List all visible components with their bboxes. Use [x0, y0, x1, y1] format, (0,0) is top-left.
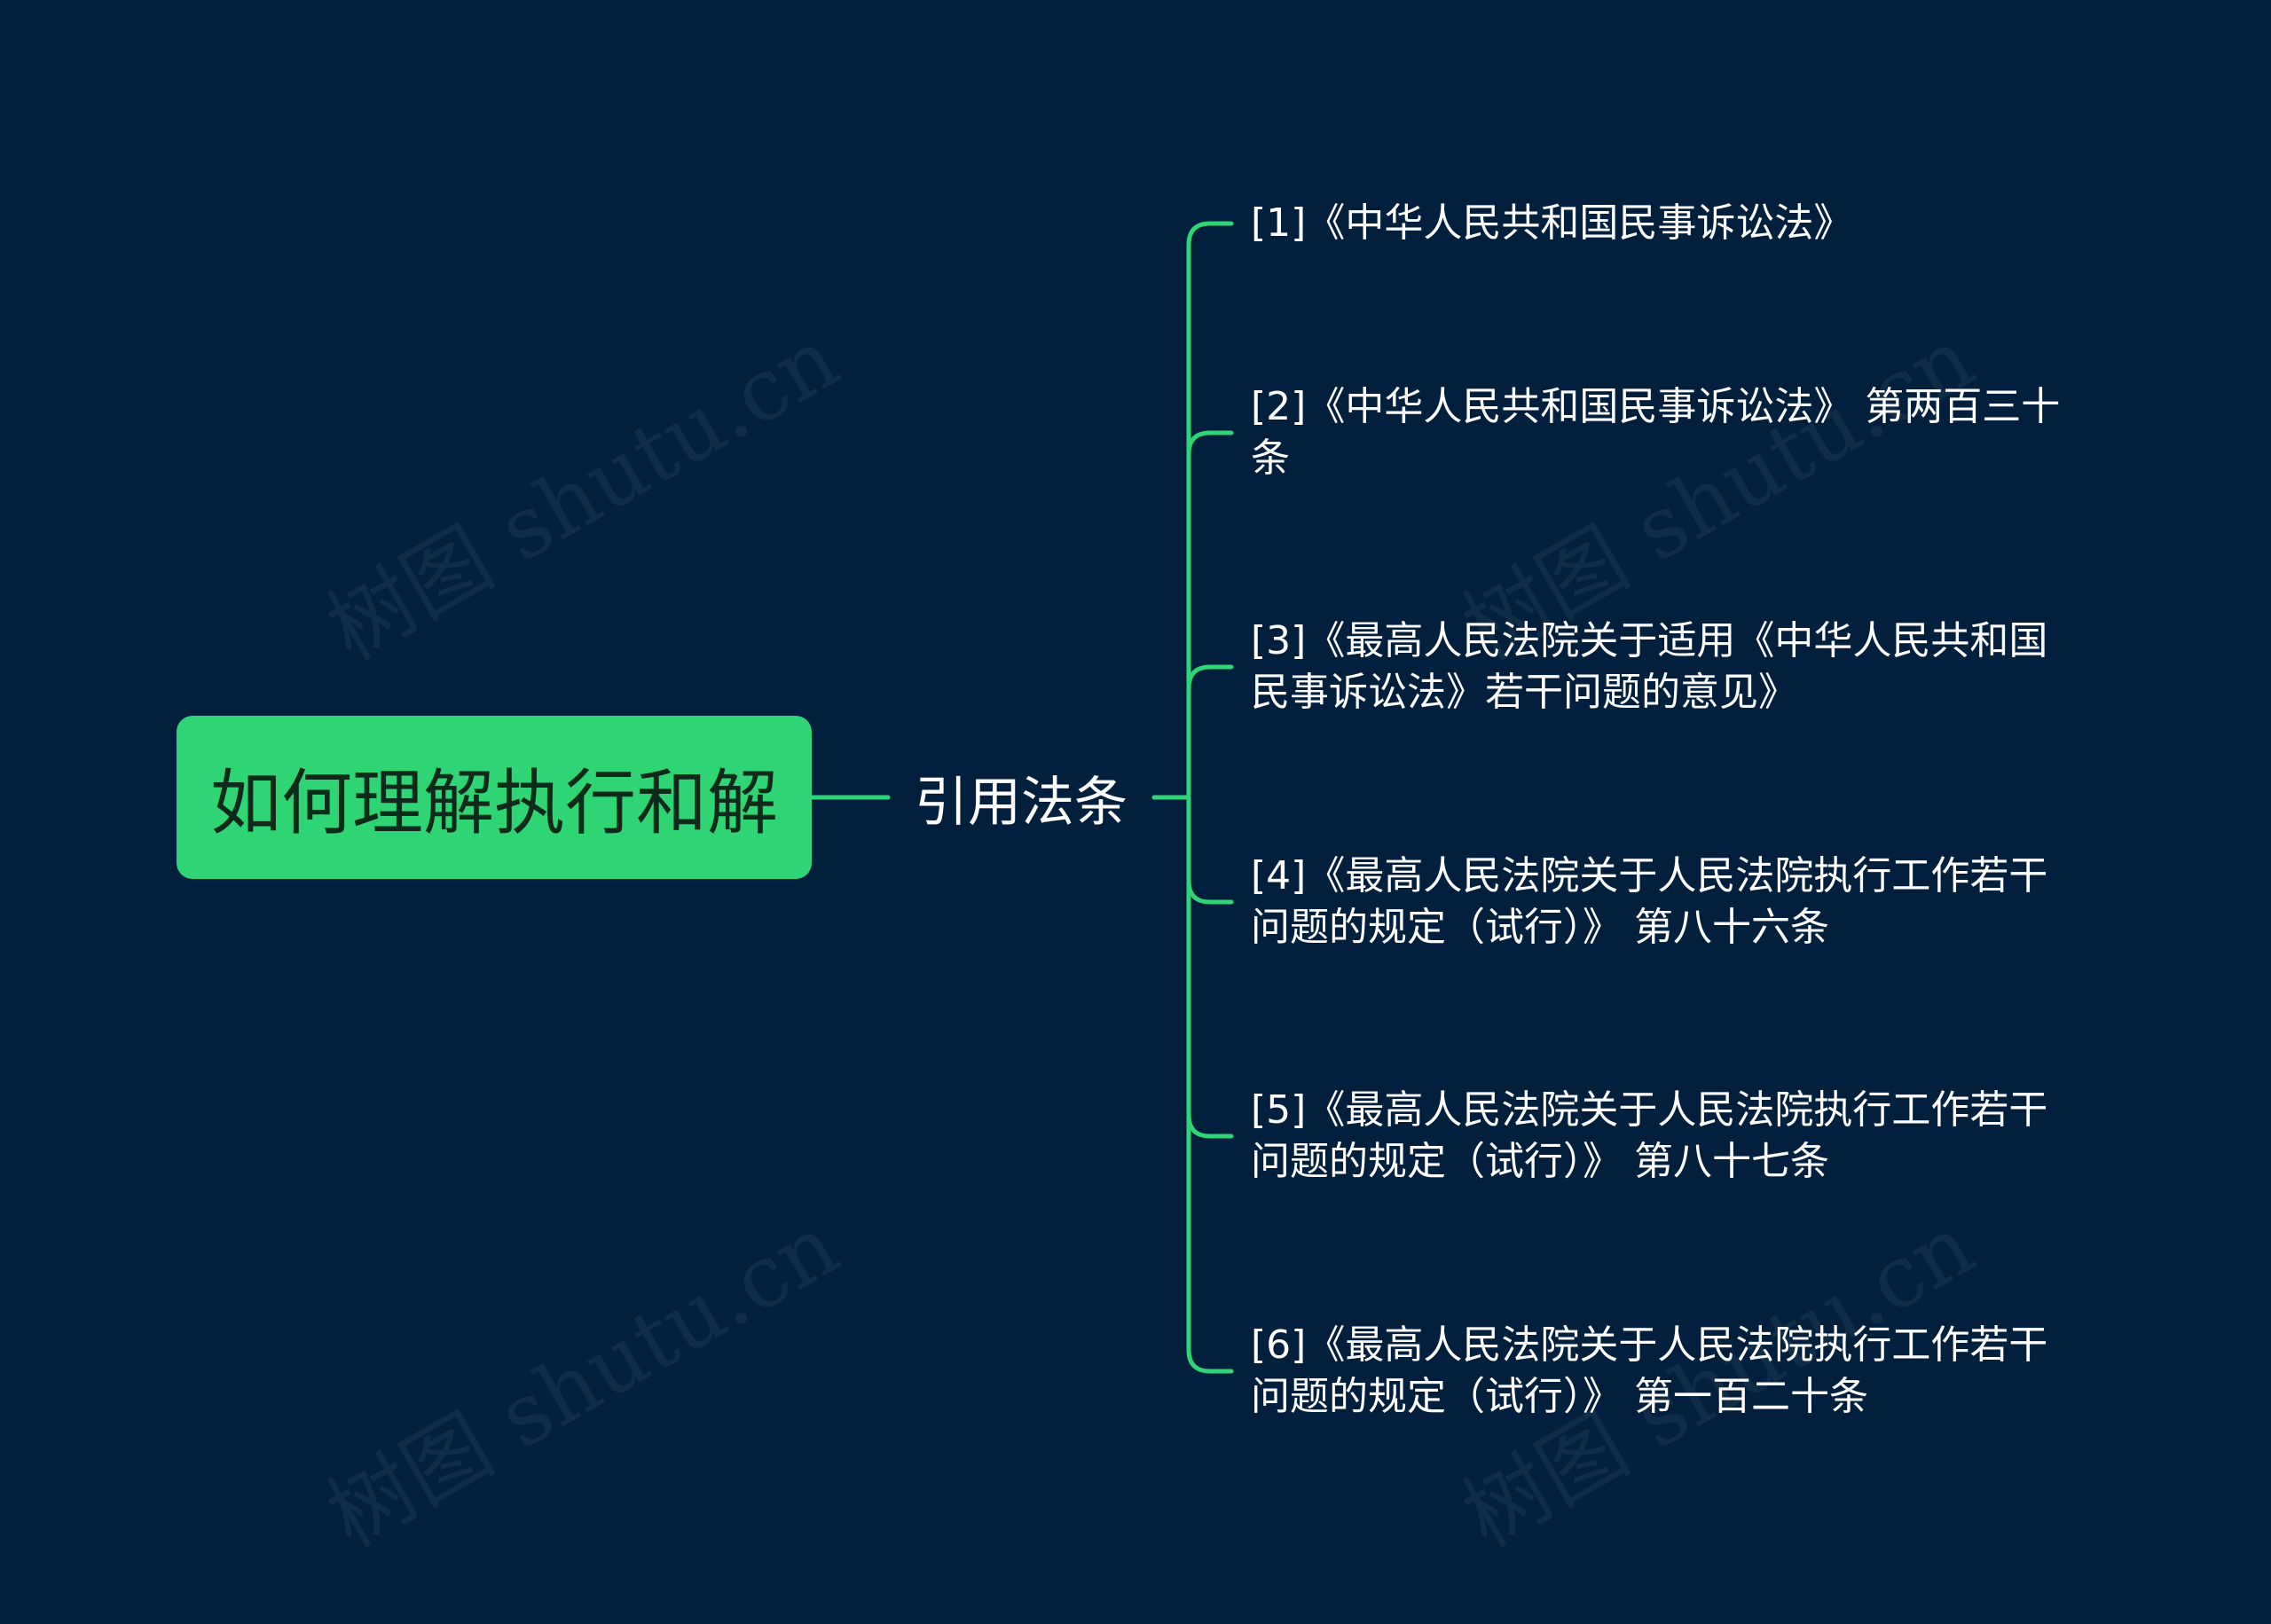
leaf-connector [1186, 664, 1234, 691]
leaf-connector [1186, 221, 1234, 800]
leaf-connector [1186, 795, 1234, 1374]
leaf-topic-3[interactable]: [3]《最高人民法院关于适用《中华人民共和国民事诉讼法》若干问题的意见》 [1251, 618, 2048, 715]
leaf-connector [1186, 795, 1234, 1139]
leaf-connector [1186, 430, 1234, 457]
root-topic-label: 如何理解执行和解 [210, 762, 778, 844]
branch-topic-label: 引用法条 [915, 771, 1128, 834]
root-topic-node[interactable]: 如何理解执行和解 [177, 716, 812, 879]
leaf-topic-6[interactable]: [6]《最高人民法院关于人民法院执行工作若干问题的规定（试行）》 第一百二十条 [1251, 1322, 2048, 1419]
leaf-connector [1186, 795, 1234, 905]
leaf-topic-4[interactable]: [4]《最高人民法院关于人民法院执行工作若干问题的规定（试行）》 第八十六条 [1251, 853, 2048, 950]
branch-topic-node[interactable]: 引用法条 [888, 754, 1154, 841]
leaf-topic-2[interactable]: [2]《中华人民共和国民事诉讼法》 第两百三十条 [1251, 384, 2061, 481]
leaf-topic-1[interactable]: [1]《中华人民共和国民事诉讼法》 [1251, 200, 1853, 246]
leaf-topic-5[interactable]: [5]《最高人民法院关于人民法院执行工作若干问题的规定（试行）》 第八十七条 [1251, 1087, 2048, 1184]
